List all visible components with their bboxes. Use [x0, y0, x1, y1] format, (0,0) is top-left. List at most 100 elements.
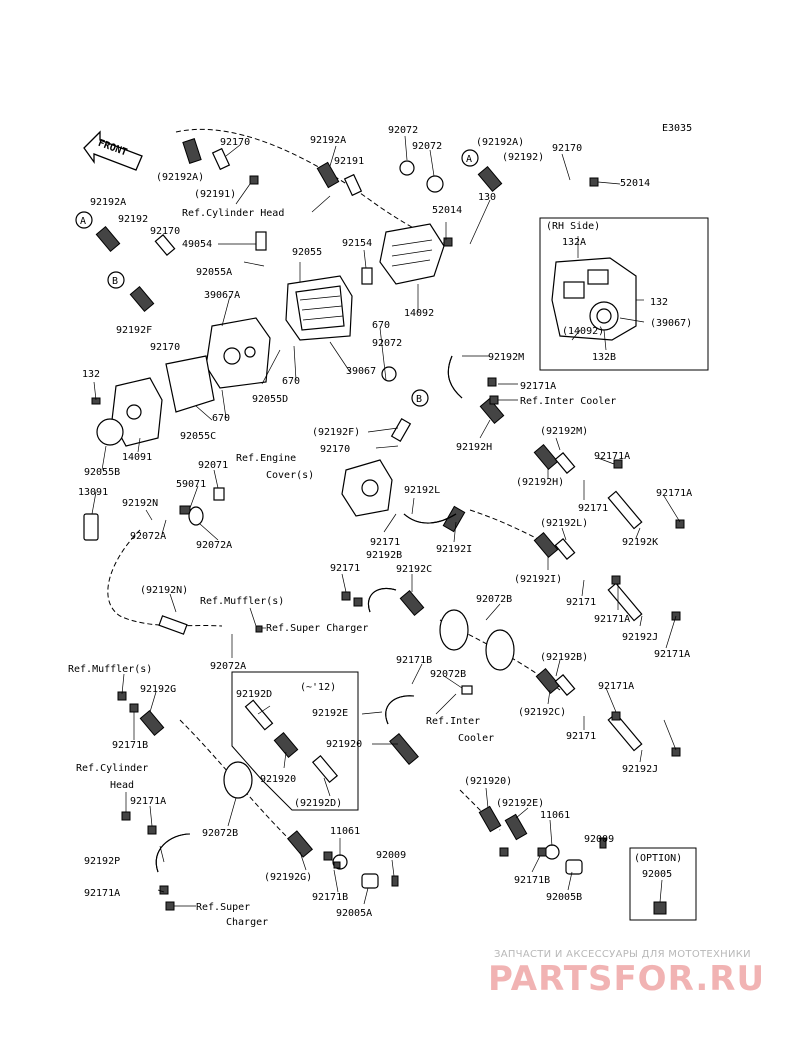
- part-label: Ref.Engine: [236, 453, 296, 464]
- part-label: 92171: [566, 731, 596, 742]
- watermark-logo: PARTSFOR.RU: [488, 959, 766, 999]
- part-label: 92055C: [180, 431, 216, 442]
- part-label: 92171B: [312, 892, 348, 903]
- part-label: (92192F): [312, 427, 360, 438]
- part-label: Ref.Muffler(s): [200, 596, 284, 607]
- part-label: 92171B: [396, 655, 432, 666]
- part-label: 92072A: [196, 540, 232, 551]
- part-label: 92192E: [312, 708, 348, 719]
- part-label: 92192L: [404, 485, 440, 496]
- part-label: 92170: [150, 226, 180, 237]
- valve-cover-center: [285, 275, 353, 341]
- part-label: 92055A: [196, 267, 232, 278]
- valve-body-14091: [96, 377, 163, 447]
- part-label: 92154: [342, 238, 372, 249]
- part-label: (92192C): [518, 707, 566, 718]
- callout-circles: [75, 149, 479, 407]
- part-label: 92171: [578, 503, 608, 514]
- part-label: 92192I: [436, 544, 472, 555]
- part-label: 132: [650, 297, 668, 308]
- part-label: 11061: [330, 826, 360, 837]
- part-label: 92171A: [656, 488, 692, 499]
- part-label: (92192A): [476, 137, 524, 148]
- part-label: 92171A: [598, 681, 634, 692]
- part-label: 39067A: [204, 290, 240, 301]
- part-label: (92192I): [514, 574, 562, 585]
- part-label: Ref.Muffler(s): [68, 664, 152, 675]
- part-label: 92171: [370, 537, 400, 548]
- part-label: (92192M): [540, 426, 588, 437]
- part-label: 52014: [432, 205, 462, 216]
- part-label: 92072: [388, 125, 418, 136]
- part-label: 92192F: [116, 325, 152, 336]
- part-label: (92192N): [140, 585, 188, 596]
- part-label: (OPTION): [634, 853, 682, 864]
- hose-clamps: [223, 160, 560, 870]
- part-label: 14091: [122, 452, 152, 463]
- part-label: (92192L): [540, 518, 588, 529]
- part-label: 92170: [220, 137, 250, 148]
- option-inset-box: [629, 847, 697, 921]
- diagram-labels: E3035 FRONT A B A B 92192A 92170 92192A …: [68, 123, 692, 928]
- part-label: (92192G): [264, 872, 312, 883]
- part-label: 14092: [404, 308, 434, 319]
- part-label: (92192H): [516, 477, 564, 488]
- part-label: Ref.Inter: [426, 716, 480, 727]
- part-label: 92171A: [654, 649, 690, 660]
- part-label: 92171A: [594, 451, 630, 462]
- front-arrow: [83, 130, 143, 171]
- gasket-left: [165, 355, 215, 413]
- straight-pipes: [154, 147, 643, 784]
- part-label: 92171: [566, 597, 596, 608]
- part-label: Ref.Super Charger: [266, 623, 368, 634]
- part-label: 92170: [150, 342, 180, 353]
- part-label: 92170: [552, 143, 582, 154]
- part-label: (92192B): [540, 652, 588, 663]
- part-label: 670: [372, 320, 390, 331]
- part-label: 670: [212, 413, 230, 424]
- part-label: 92192K: [622, 537, 658, 548]
- part-label: 92005: [642, 869, 672, 880]
- model-year-inset-box: [231, 671, 359, 811]
- callout-b-right: B: [416, 394, 422, 405]
- corrugated-hoses: [95, 138, 561, 858]
- part-label: (14092): [562, 326, 604, 337]
- part-label: 92072A: [130, 531, 166, 542]
- part-label: 92192D: [236, 689, 272, 700]
- part-label: Ref.Super: [196, 902, 250, 913]
- part-label: Charger: [226, 917, 268, 928]
- part-label: 92192H: [456, 442, 492, 453]
- diagram-code: E3035: [662, 123, 692, 134]
- small-fittings: [83, 175, 685, 915]
- part-label: 13091: [78, 487, 108, 498]
- part-label: 52014: [620, 178, 650, 189]
- part-label: 92171A: [130, 796, 166, 807]
- part-label: 92192C: [396, 564, 432, 575]
- part-label: 670: [282, 376, 300, 387]
- part-label: 92192J: [622, 632, 658, 643]
- engine-cover-valve: [341, 459, 393, 517]
- part-label: 92192B: [366, 550, 402, 561]
- valve-cover-top-right: [379, 223, 445, 285]
- part-label: Cooler: [458, 733, 494, 744]
- rh-side-cover-drawing: [551, 257, 637, 341]
- part-label: 92055B: [84, 467, 120, 478]
- part-label: 921920: [326, 739, 362, 750]
- part-label: 92072A: [210, 661, 246, 672]
- part-label: 92171A: [520, 381, 556, 392]
- part-label: (~'12): [300, 682, 336, 693]
- part-label: 92071: [198, 460, 228, 471]
- part-label: (92192D): [294, 798, 342, 809]
- part-label: 92171: [330, 563, 360, 574]
- part-label: 92192M: [488, 352, 524, 363]
- part-label: 92171A: [594, 614, 630, 625]
- part-label: 92005A: [336, 908, 372, 919]
- part-label: 921920: [260, 774, 296, 785]
- part-label: 11061: [540, 810, 570, 821]
- part-label: 92055: [292, 247, 322, 258]
- callout-b-left: B: [112, 276, 118, 287]
- part-label: (92192): [502, 152, 544, 163]
- part-label: (921920): [464, 776, 512, 787]
- part-label: 92192: [118, 214, 148, 225]
